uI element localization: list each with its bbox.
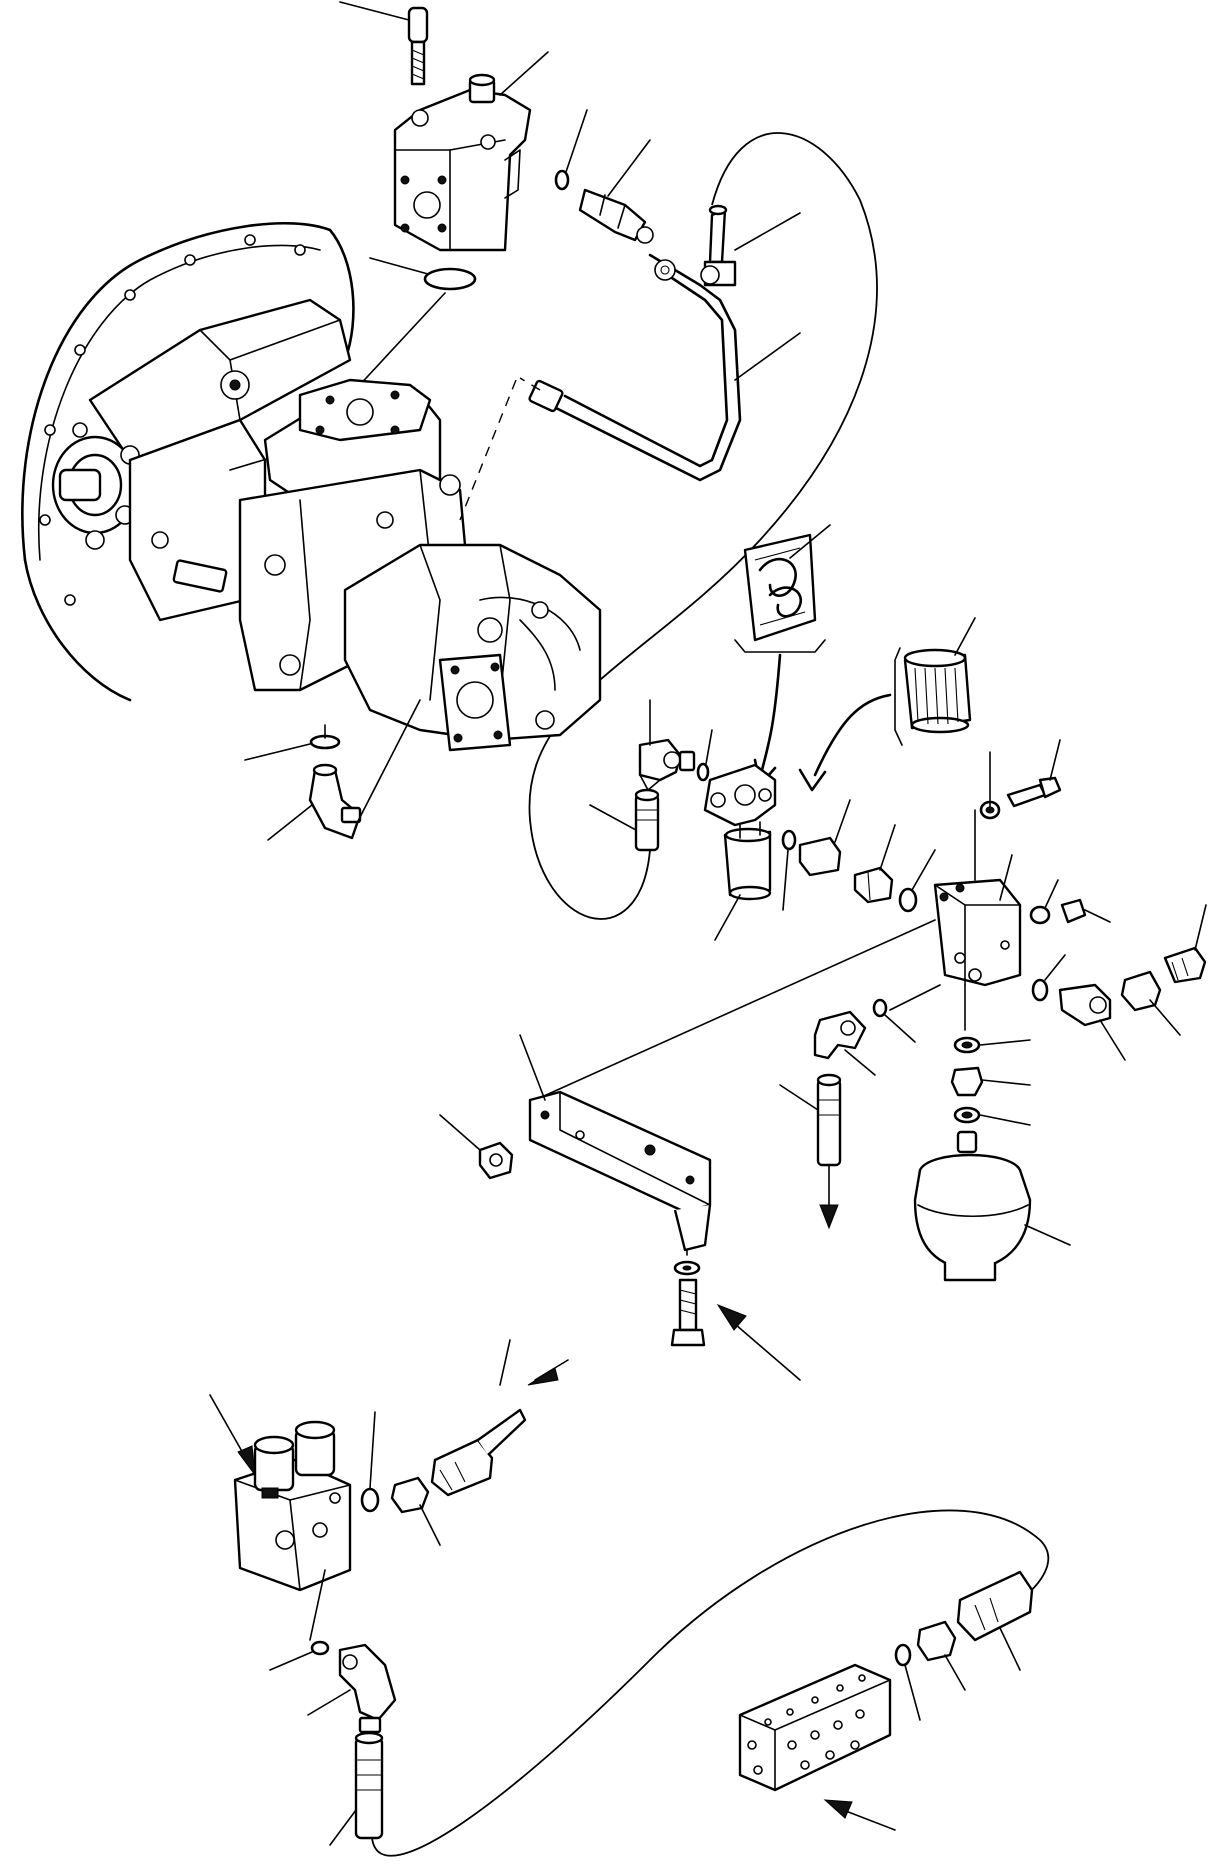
mounting-bracket — [519, 1034, 712, 1252]
hydraulic-hose — [430, 1339, 569, 1497]
straight-adapter — [578, 139, 654, 244]
hydraulic-hose — [779, 1073, 842, 1230]
filter-element — [798, 617, 976, 792]
steel-tube — [519, 253, 801, 482]
washer — [1029, 879, 1059, 925]
elbow-fitting — [638, 699, 696, 791]
hydraulic-hose — [1163, 904, 1207, 984]
o-ring — [360, 1411, 380, 1513]
hydraulic-hose — [589, 788, 660, 852]
distribution-manifold — [738, 1663, 896, 1831]
bolt — [1006, 739, 1062, 808]
o-ring — [369, 257, 477, 291]
elbow-fitting — [267, 699, 421, 841]
hydraulic-hose — [956, 1570, 1034, 1671]
o-ring — [696, 729, 713, 782]
bolt — [670, 1249, 706, 1347]
pump-control-valve — [393, 51, 549, 252]
o-ring — [898, 849, 936, 913]
straight-adapter — [950, 1066, 1031, 1097]
line-filter-assembly — [703, 763, 777, 941]
elbow-fitting — [700, 204, 801, 287]
seal-kit-packet — [734, 524, 831, 787]
o-ring — [554, 109, 588, 191]
elbow-fitting — [813, 1010, 876, 1076]
elbow-fitting — [307, 1643, 397, 1734]
solenoid-valve-block — [209, 1394, 352, 1641]
o-ring — [1031, 954, 1066, 1002]
straight-adapter — [1120, 970, 1181, 1036]
straight-adapter — [853, 824, 896, 904]
main-hydraulic-pump — [21, 222, 602, 752]
straight-adapter — [916, 1620, 966, 1691]
connector-block — [534, 751, 1022, 1101]
accumulator — [913, 1130, 1071, 1282]
o-ring — [894, 1643, 921, 1721]
straight-adapter — [390, 1476, 441, 1546]
o-ring — [269, 1640, 330, 1671]
washer — [673, 1260, 701, 1276]
hydraulic-hose — [329, 1731, 384, 1846]
straight-adapter — [798, 799, 851, 877]
o-ring — [244, 734, 341, 761]
hex-nut — [1060, 898, 1111, 924]
washer — [953, 1106, 1031, 1126]
o-ring — [872, 998, 916, 1043]
hydraulic-hose — [528, 132, 878, 920]
cap-screw — [339, 1, 429, 86]
elbow-fitting — [1058, 983, 1126, 1061]
washer — [953, 1036, 1031, 1054]
washer — [979, 800, 1001, 820]
o-ring — [781, 829, 797, 911]
hex-nut — [439, 1114, 514, 1180]
hydraulic-hose — [371, 1509, 1050, 1857]
